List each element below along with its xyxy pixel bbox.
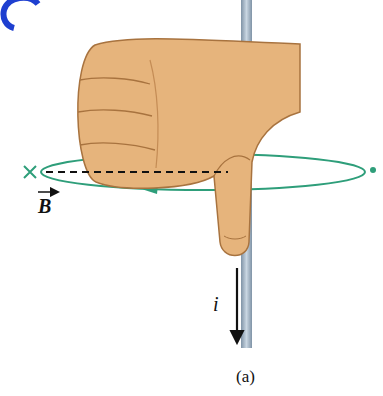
vector-arrow — [38, 191, 58, 193]
field-into-page-symbol — [24, 166, 36, 178]
caption: (a) — [236, 368, 255, 385]
logo-fragment — [3, 0, 38, 28]
current-arrow — [236, 268, 238, 342]
field-label: B — [38, 196, 51, 216]
current-label: i — [213, 294, 219, 314]
radius-line — [46, 171, 228, 173]
hand — [78, 39, 300, 256]
field-out-of-page-symbol — [370, 167, 376, 173]
